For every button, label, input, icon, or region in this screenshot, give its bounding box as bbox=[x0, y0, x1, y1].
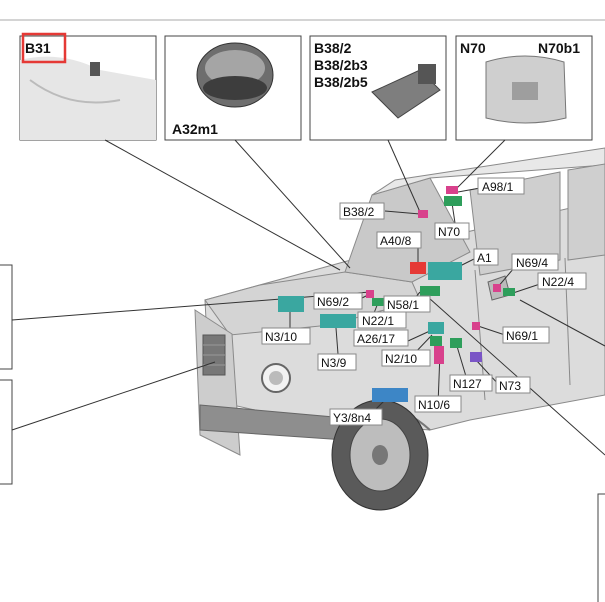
module-a26-17 bbox=[428, 322, 444, 334]
module-n73 bbox=[470, 352, 482, 362]
callout-n70: N70 bbox=[438, 225, 460, 239]
module-a1 bbox=[428, 262, 462, 280]
callout-labels: A98/1 B38/2 N70 A40/8 A1 N69/4 N22/4 N69… bbox=[261, 177, 587, 426]
inset-left-upper bbox=[0, 264, 13, 370]
module-n69-2 bbox=[366, 290, 374, 298]
module-b38-2 bbox=[418, 210, 428, 218]
callout-n69-4: N69/4 bbox=[516, 256, 548, 270]
module-n22-1 bbox=[372, 298, 384, 306]
module-n22-4 bbox=[503, 288, 515, 296]
callout-n58-1: N58/1 bbox=[387, 298, 419, 312]
callout-n2-10: N2/10 bbox=[385, 352, 417, 366]
callout-a98-1: A98/1 bbox=[482, 180, 514, 194]
callout-n3-10: N3/10 bbox=[265, 330, 297, 344]
callout-n69-2: N69/2 bbox=[317, 295, 349, 309]
b38-label-1: B38/2 bbox=[314, 40, 352, 56]
b38-label-2: B38/2b3 bbox=[314, 57, 368, 73]
module-n10-6 bbox=[434, 346, 444, 364]
module-n127 bbox=[450, 338, 462, 348]
callout-n22-1: N22/1 bbox=[362, 314, 394, 328]
callout-n73: N73 bbox=[499, 379, 521, 393]
callout-a1: A1 bbox=[477, 251, 492, 265]
callout-b38-2: B38/2 bbox=[343, 205, 375, 219]
callout-a26-17: A26/17 bbox=[357, 332, 395, 346]
modules bbox=[278, 186, 515, 402]
callout-n127: N127 bbox=[453, 377, 482, 391]
inset-right-lower bbox=[597, 493, 605, 602]
n70b1-label: N70b1 bbox=[538, 40, 580, 56]
b31-highlight-box bbox=[21, 32, 67, 64]
callout-a40-8: A40/8 bbox=[380, 234, 412, 248]
module-a98-1 bbox=[446, 186, 458, 194]
module-n58-1 bbox=[420, 286, 440, 296]
n70-label: N70 bbox=[460, 40, 486, 56]
b31-label: B31 bbox=[25, 40, 51, 56]
inset-b31: B31 bbox=[19, 32, 157, 141]
b38-label-3: B38/2b5 bbox=[314, 74, 368, 90]
inset-a32m1: A32m1 bbox=[164, 35, 302, 141]
module-n3-10 bbox=[278, 296, 304, 312]
a32m1-label: A32m1 bbox=[172, 121, 218, 137]
callout-y3-8n4: Y3/8n4 bbox=[333, 411, 371, 425]
callout-n22-4: N22/4 bbox=[542, 275, 574, 289]
module-n69-4 bbox=[493, 284, 501, 292]
inset-left-lower bbox=[0, 379, 13, 485]
inset-n70: N70 N70b1 bbox=[455, 35, 593, 141]
module-n70 bbox=[444, 196, 462, 206]
module-a40-8 bbox=[410, 262, 426, 274]
module-n2-10 bbox=[430, 336, 442, 346]
callout-n10-6: N10/6 bbox=[418, 398, 450, 412]
module-n69-1 bbox=[472, 322, 480, 330]
callout-n3-9: N3/9 bbox=[321, 356, 347, 370]
inset-b38: B38/2 B38/2b3 B38/2b5 bbox=[309, 35, 447, 141]
callout-n69-1: N69/1 bbox=[506, 329, 538, 343]
module-y3-8n4 bbox=[372, 388, 408, 402]
module-n3-9 bbox=[320, 314, 356, 328]
